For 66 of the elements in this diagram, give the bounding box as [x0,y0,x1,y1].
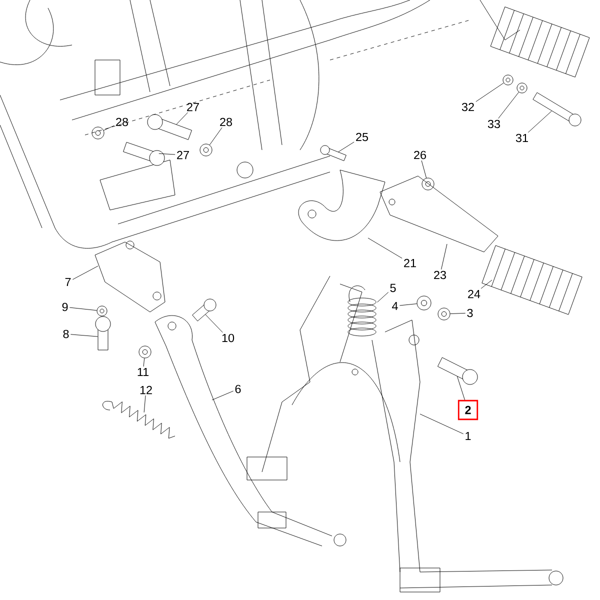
leader-line [457,376,465,400]
callout-number: 27 [187,102,199,112]
leader-line [144,395,146,413]
washer-drawing [200,144,212,156]
bolt-drawing [532,92,582,126]
leader-line [476,82,504,102]
callout-number: 25 [356,132,368,142]
bolt-drawing [192,298,216,322]
callout-number: 4 [392,302,398,310]
callout-number: 23 [434,270,446,280]
leader-line [368,238,402,259]
leader-line [399,304,418,306]
leader-line [441,244,448,270]
leader-line [176,112,188,125]
leader-line [480,280,492,289]
callout-number: 28 [116,118,128,126]
leader-line [72,266,98,280]
leader-line [528,110,552,133]
leader-line [377,292,389,302]
washer-drawing [502,74,514,86]
callout-number: 5 [390,284,396,292]
leader-line [158,153,176,155]
callout-number: 32 [462,102,474,112]
leader-line [450,312,466,314]
nut-drawing [416,296,432,310]
bolt-drawing [95,316,111,350]
callout-number: 7 [65,278,71,286]
leader-line [338,142,354,152]
callout-number: 27 [177,150,189,160]
callout-number: 8 [63,330,69,338]
leader-line [69,307,98,311]
callout-number: 12 [140,386,152,394]
callout-number: 1 [466,432,471,440]
bolt-drawing [147,114,192,140]
callout-number: 21 [404,258,416,268]
bolt-drawing [320,145,346,162]
nut-drawing [138,346,152,358]
leader-line [70,334,98,337]
callout-number: 3 [467,308,473,318]
callout-number: 9 [62,302,68,312]
washer-drawing [92,126,104,140]
callout-number: 6 [235,384,241,394]
leader-line [421,160,427,178]
callout-number: 10 [222,334,234,342]
callout-number: 31 [516,134,528,142]
washer-drawing [516,82,528,94]
leader-line [103,125,114,131]
callout-number: 26 [414,150,426,160]
washer-drawing [438,308,450,320]
pin-drawing [437,357,478,385]
leader-line [143,358,145,367]
bolt-drawing [123,142,165,166]
spring-drawing [102,400,176,439]
leader-line [420,414,464,434]
leader-line [212,390,234,400]
callout-number: 24 [468,290,480,298]
callout-number: 33 [488,120,500,128]
leader-line [209,127,222,146]
leader-line [205,314,223,333]
washer-drawing [96,306,108,316]
leader-line [498,92,520,119]
highlighted-callout-number: 2 [458,400,478,420]
callout-number: 28 [220,118,232,126]
nut-drawing [422,178,434,190]
callout-number: 11 [138,368,149,376]
spring-drawing [348,286,376,336]
